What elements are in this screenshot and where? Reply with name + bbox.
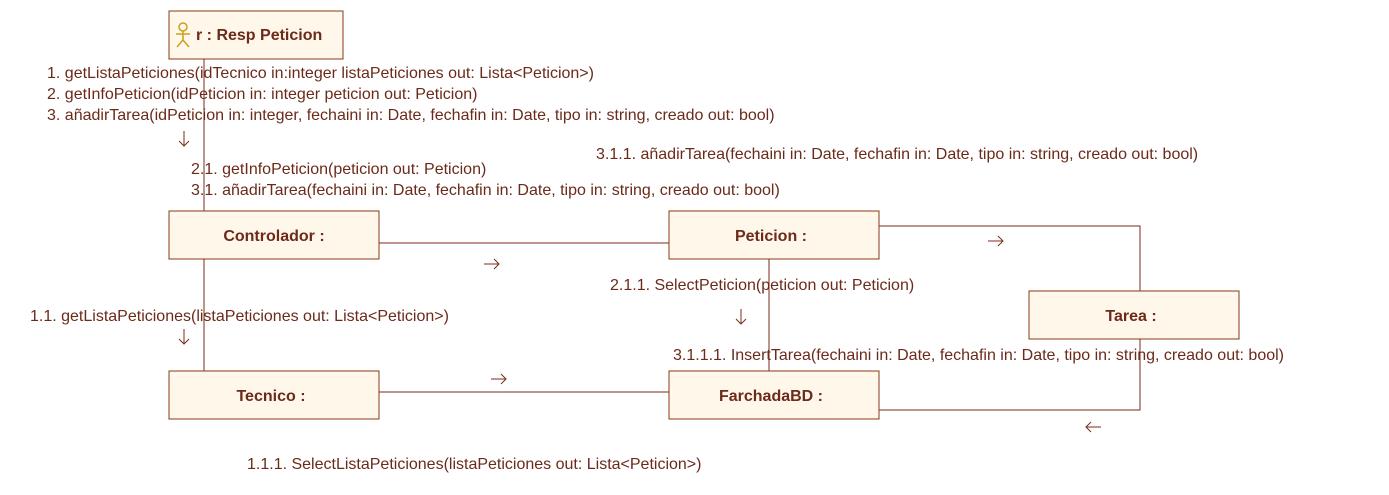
message-3-1-1: 3.1.1. añadirTarea(fechaini in: Date, fe… bbox=[596, 146, 1198, 163]
message-2-1: 2.1. getInfoPeticion(peticion out: Petic… bbox=[191, 161, 486, 178]
object-tarea-label: Tarea : bbox=[1105, 308, 1156, 325]
arrow-left-icon bbox=[1085, 421, 1101, 433]
message-1-1: 1.1. getListaPeticiones(listaPeticiones … bbox=[30, 308, 449, 325]
arrow-down-icon bbox=[735, 309, 747, 325]
actor-box[interactable]: r : Resp Peticion bbox=[168, 10, 344, 60]
message-1-1-1: 1.1.1. SelectListaPeticiones(listaPetici… bbox=[247, 456, 701, 473]
message-3-1-1-1: 3.1.1.1. InsertTarea(fechaini in: Date, … bbox=[673, 347, 1284, 364]
object-tecnico-label: Tecnico : bbox=[236, 388, 305, 405]
message-3-1: 3.1. añadirTarea(fechaini in: Date, fech… bbox=[191, 182, 780, 199]
object-tarea[interactable]: Tarea : bbox=[1028, 290, 1240, 340]
object-farchada[interactable]: FarchadaBD : bbox=[668, 370, 880, 420]
link-tarea-farchada bbox=[879, 339, 1141, 411]
actor-label: r : Resp Peticion bbox=[196, 27, 322, 44]
links bbox=[203, 59, 1141, 411]
arrow-right-icon bbox=[988, 235, 1004, 247]
message-arrows bbox=[178, 131, 1101, 433]
messages: 1. getListaPeticiones(idTecnico in:integ… bbox=[30, 65, 1284, 473]
actor-stick-figure-icon bbox=[176, 22, 190, 48]
message-1: 1. getListaPeticiones(idTecnico in:integ… bbox=[47, 65, 594, 82]
arrow-right-icon bbox=[491, 373, 507, 385]
object-farchada-label: FarchadaBD : bbox=[719, 388, 823, 405]
arrow-down-icon bbox=[178, 131, 190, 147]
object-tecnico[interactable]: Tecnico : bbox=[168, 370, 380, 420]
message-2: 2. getInfoPeticion(idPeticion in: intege… bbox=[47, 86, 477, 103]
object-peticion-label: Peticion : bbox=[735, 228, 807, 245]
arrow-right-icon bbox=[484, 258, 500, 270]
object-controlador[interactable]: Controlador : bbox=[168, 210, 380, 260]
arrow-down-icon bbox=[178, 329, 190, 345]
object-controlador-label: Controlador : bbox=[223, 228, 324, 245]
message-2-1-1: 2.1.1. SelectPeticion(peticion out: Peti… bbox=[610, 277, 914, 294]
message-3: 3. añadirTarea(idPeticion in: integer, f… bbox=[47, 107, 775, 124]
object-peticion[interactable]: Peticion : bbox=[668, 210, 880, 260]
link-peticion-tarea bbox=[879, 225, 1141, 291]
